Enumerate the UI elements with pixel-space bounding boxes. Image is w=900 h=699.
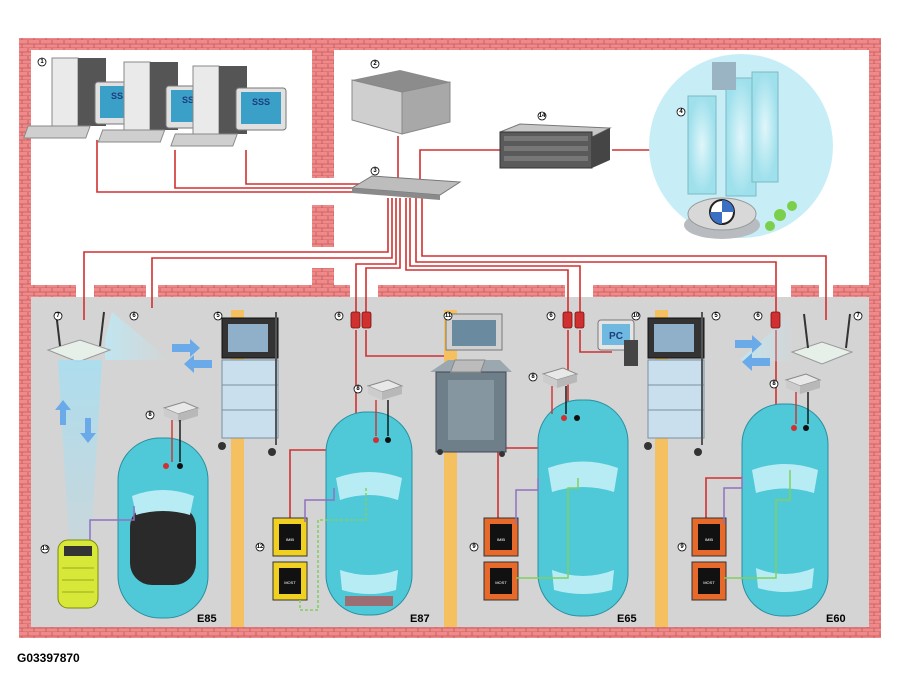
svg-text:6: 6 — [756, 313, 760, 319]
handheld-tester — [57, 539, 99, 609]
wireless-arrows — [55, 335, 770, 443]
vehicle-label-e60: E60 — [826, 613, 846, 625]
callout-7: 7 — [853, 311, 863, 321]
svg-text:10: 10 — [633, 313, 640, 319]
lane-marking — [444, 310, 457, 627]
printer — [351, 70, 451, 135]
svg-text:8: 8 — [772, 381, 776, 387]
network-sockets — [350, 311, 781, 329]
callout-12: 12 — [255, 542, 265, 552]
svg-text:13: 13 — [42, 546, 49, 552]
svg-text:6: 6 — [549, 313, 553, 319]
pc-screen-label: PC — [609, 331, 623, 342]
callout-6: 6 — [334, 311, 344, 321]
vehicle-interfaces — [162, 367, 822, 422]
svg-text:12: 12 — [257, 544, 264, 550]
screen-label: SSS — [182, 95, 200, 105]
svg-text:9: 9 — [472, 544, 476, 550]
tester-station — [430, 313, 512, 457]
svg-text:8: 8 — [356, 386, 360, 392]
vehicle-interface — [366, 379, 404, 400]
interface-box-12: IMIB MOST — [272, 517, 308, 601]
callout-3: 3 — [370, 166, 380, 176]
vehicle-e85 — [117, 437, 209, 619]
callout-6: 6 — [129, 311, 139, 321]
svg-text:7: 7 — [56, 313, 60, 319]
callout-8: 8 — [769, 379, 779, 389]
server — [499, 123, 612, 169]
svg-text:4: 4 — [679, 109, 683, 115]
brick-walls — [19, 38, 881, 638]
callout-13: 13 — [40, 544, 50, 554]
svg-text:9: 9 — [680, 544, 684, 550]
vehicle-e60 — [741, 403, 829, 617]
callouts: 1 2 3 4 14 7 6 5 6 11 6 10 5 6 7 8 8 8 8… — [37, 57, 863, 554]
callout-14: 14 — [537, 111, 547, 121]
interface-box-9: IMIB MOST — [483, 517, 519, 601]
vehicles — [117, 399, 829, 619]
svg-text:7: 7 — [856, 313, 860, 319]
callout-9: 9 — [469, 542, 479, 552]
vehicle-label-e85: E85 — [197, 613, 217, 625]
workstation-pcs: SSS SSS SSS — [23, 57, 287, 147]
vehicle-e65 — [537, 399, 629, 617]
svg-text:3: 3 — [373, 168, 377, 174]
callout-4: 4 — [676, 107, 686, 117]
callout-6: 6 — [546, 311, 556, 321]
callout-8: 8 — [528, 372, 538, 382]
wall-openings — [76, 285, 833, 297]
module-label: IMIB — [705, 537, 714, 542]
svg-text:5: 5 — [216, 313, 220, 319]
diagnostic-cables — [89, 470, 791, 611]
svg-text:1: 1 — [40, 59, 44, 65]
vehicle-interface — [541, 367, 579, 388]
vehicle-labels: E85 E87 E65 E60 — [197, 613, 846, 625]
interface-box-9: IMIB MOST — [691, 517, 727, 601]
module-label: IMIB — [497, 537, 506, 542]
callout-7: 7 — [53, 311, 63, 321]
diagnostic-trolley — [218, 312, 279, 456]
callout-10: 10 — [631, 311, 641, 321]
module-label: MOST — [284, 580, 296, 585]
workstation-pc: SSS — [170, 65, 287, 147]
callout-2: 2 — [370, 59, 380, 69]
callout-5: 5 — [213, 311, 223, 321]
callout-1: 1 — [37, 57, 47, 67]
svg-text:8: 8 — [531, 374, 535, 380]
module-label: MOST — [495, 580, 507, 585]
callout-8: 8 — [353, 384, 363, 394]
svg-text:2: 2 — [373, 61, 377, 67]
diagnostic-trolley — [644, 312, 705, 456]
callout-9: 9 — [677, 542, 687, 552]
screen-label: SSS — [252, 97, 270, 107]
svg-text:6: 6 — [337, 313, 341, 319]
document-id: G03397870 — [17, 651, 80, 665]
callout-8: 8 — [145, 410, 155, 420]
module-label: MOST — [703, 580, 715, 585]
svg-text:8: 8 — [148, 412, 152, 418]
interface-boxes: IMIB MOST IMIB MOST IMIB MOST — [272, 517, 727, 601]
workstation-pc: SSS — [97, 61, 217, 143]
network-switch — [350, 175, 462, 200]
vehicle-e87 — [325, 411, 413, 616]
svg-text:11: 11 — [445, 313, 452, 319]
headquarters-building — [649, 54, 833, 239]
screen-label: SSS — [111, 91, 129, 101]
vehicle-interface — [784, 373, 822, 394]
vehicle-label-e87: E87 — [410, 613, 430, 625]
callout-11: 11 — [443, 311, 453, 321]
callout-6: 6 — [753, 311, 763, 321]
callout-5: 5 — [711, 311, 721, 321]
interface-cables — [171, 386, 809, 462]
svg-text:5: 5 — [714, 313, 718, 319]
vehicle-interface — [162, 401, 200, 422]
office-pc: PC — [449, 319, 638, 373]
svg-text:14: 14 — [539, 113, 546, 119]
svg-text:6: 6 — [132, 313, 136, 319]
module-label: IMIB — [286, 537, 295, 542]
vehicle-label-e65: E65 — [617, 613, 637, 625]
